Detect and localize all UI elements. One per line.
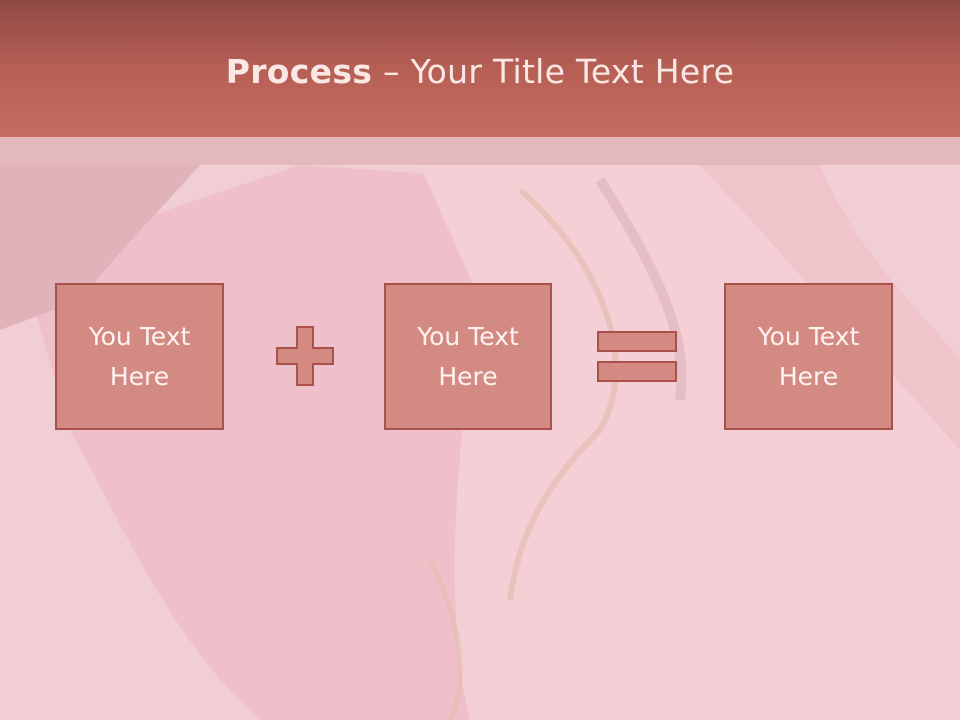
- title-rest: – Your Title Text Here: [372, 52, 735, 91]
- title-bold: Process: [225, 52, 373, 91]
- title-strip: [0, 137, 960, 165]
- process-box-3-label: You Text Here: [757, 321, 860, 391]
- title-bar: [0, 0, 960, 137]
- slide-title: Process – Your Title Text Here: [0, 52, 960, 91]
- process-box-3[interactable]: You Text Here: [724, 283, 893, 430]
- process-box-2-label: You Text Here: [417, 321, 519, 391]
- plus-icon: [276, 326, 334, 386]
- equals-icon: [597, 331, 677, 382]
- process-box-1-label: You Text Here: [88, 321, 191, 391]
- process-box-1[interactable]: You Text Here: [55, 283, 224, 430]
- process-box-2[interactable]: You Text Here: [384, 283, 552, 430]
